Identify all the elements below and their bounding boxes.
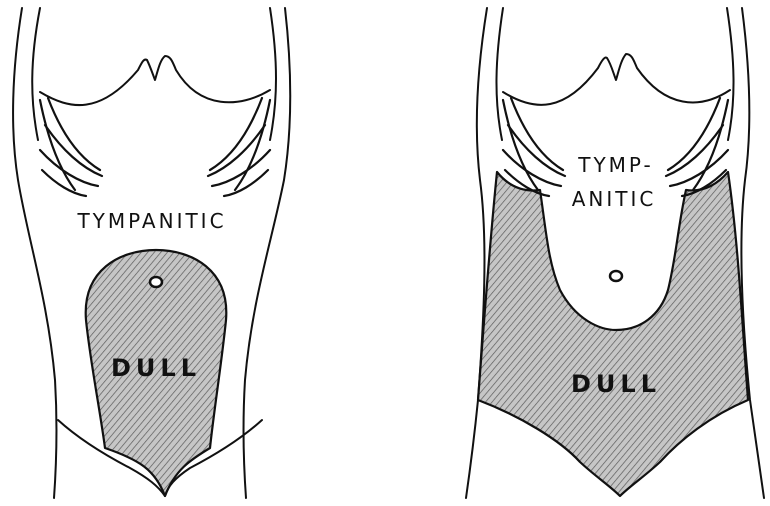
right-torso-left-outline [466, 8, 487, 498]
right-torso-right-inner-line [727, 8, 734, 140]
right-ribs-left [503, 98, 565, 196]
right-tympanitic-label-line2: ANITIC [572, 187, 657, 211]
left-torso-left-outline [13, 8, 56, 498]
right-torso-left-inner-line [496, 8, 503, 140]
left-ribs-left [40, 98, 102, 196]
left-abdomen-figure: TYMPANITIC DULL [13, 8, 290, 498]
left-torso-left-inner-line [32, 8, 40, 140]
right-torso-right-outline [741, 8, 764, 498]
right-tympanitic-label-line1: TYMP- [577, 153, 654, 177]
right-costal-margin [503, 54, 730, 105]
left-costal-margin [40, 56, 270, 105]
left-torso-right-inner-line [270, 8, 276, 140]
right-umbilicus [610, 271, 622, 281]
left-dull-label: DULL [111, 354, 201, 382]
left-umbilicus [150, 277, 162, 287]
right-dull-label: DULL [571, 370, 661, 398]
right-abdomen-figure: TYMP- ANITIC DULL [466, 8, 764, 498]
right-dull-region [478, 172, 748, 496]
left-tympanitic-label: TYMPANITIC [76, 209, 226, 233]
left-ribs-right [208, 98, 270, 196]
left-torso-right-outline [243, 8, 290, 498]
